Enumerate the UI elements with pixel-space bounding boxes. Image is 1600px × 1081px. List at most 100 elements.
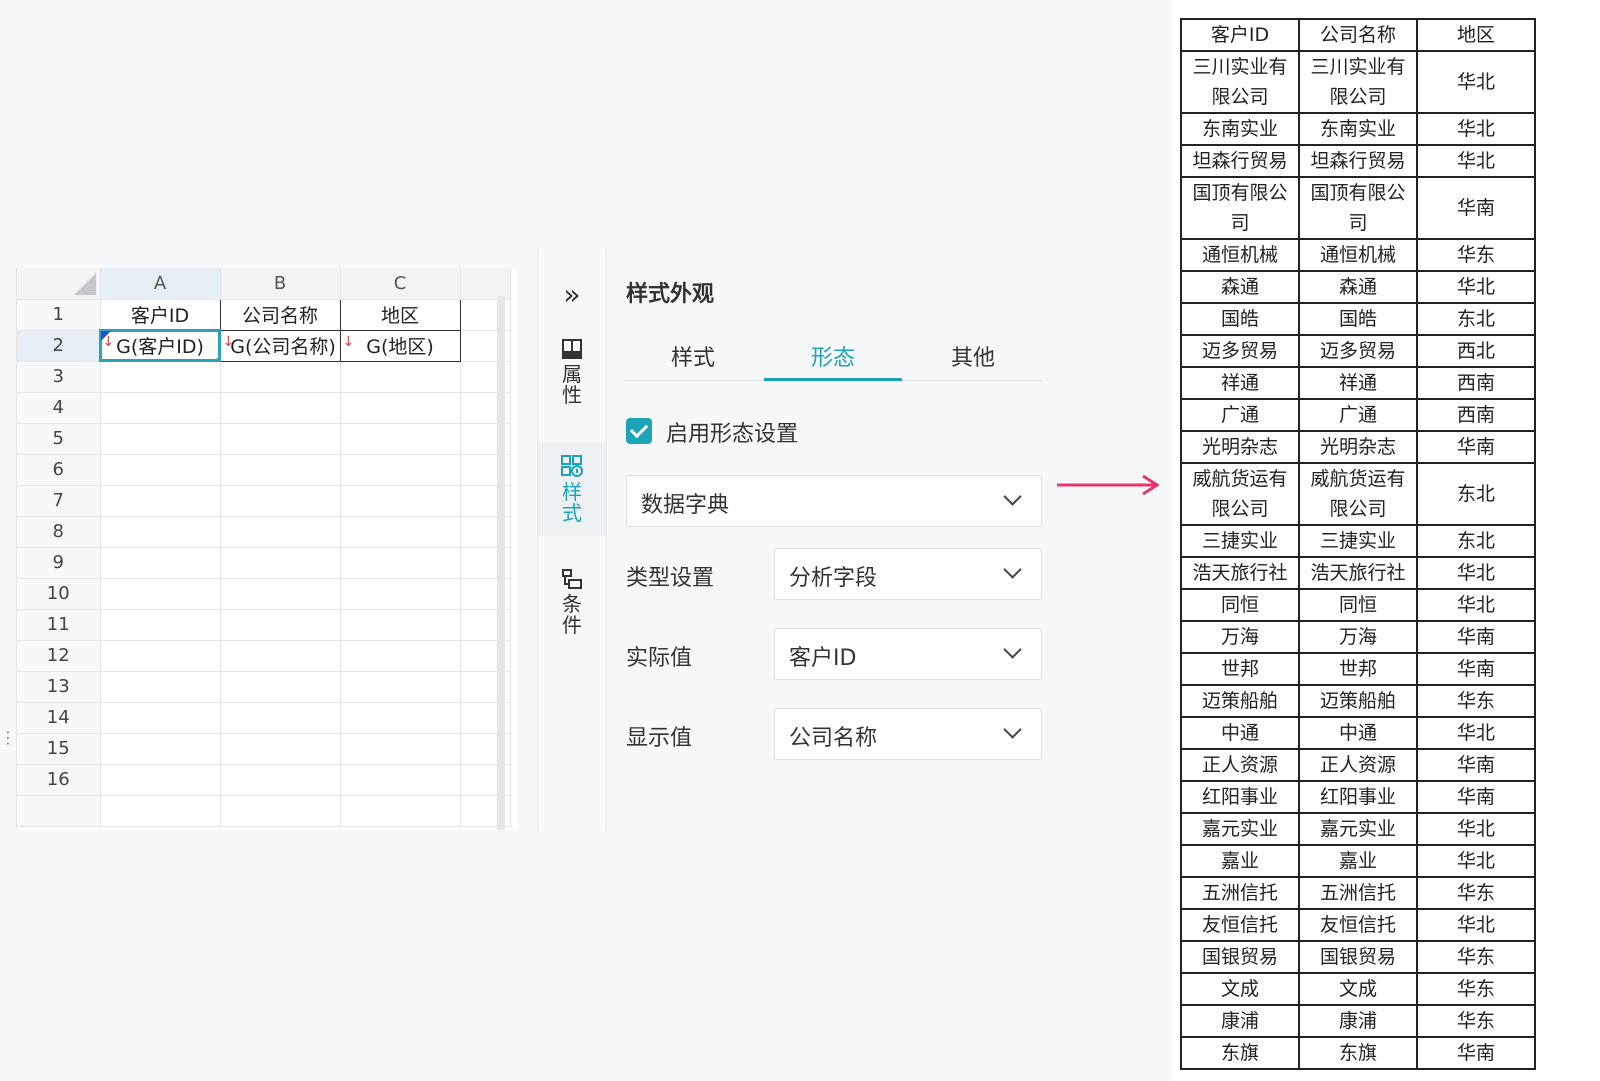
column-header-b[interactable]: B bbox=[220, 268, 341, 300]
row-header-3[interactable]: 3 bbox=[17, 361, 101, 393]
side-tab-properties[interactable]: 属 性 bbox=[538, 338, 606, 428]
result-cell: 华南 bbox=[1416, 430, 1536, 464]
sheet-cell[interactable] bbox=[340, 578, 461, 610]
sheet-cell[interactable] bbox=[220, 702, 341, 734]
sheet-cell[interactable] bbox=[340, 702, 461, 734]
row-header-15[interactable]: 15 bbox=[17, 733, 101, 765]
row-header-12[interactable]: 12 bbox=[17, 640, 101, 672]
sheet-cell[interactable] bbox=[100, 547, 221, 579]
sheet-cell[interactable] bbox=[100, 578, 221, 610]
expand-down-icon: ↓ bbox=[222, 333, 235, 350]
side-tab-condition[interactable]: 条 件 bbox=[538, 568, 606, 658]
sheet-cell[interactable] bbox=[220, 361, 341, 393]
sheet-cell[interactable] bbox=[220, 547, 341, 579]
cell-text: G(公司名称) bbox=[230, 336, 336, 358]
sheet-cell[interactable] bbox=[340, 423, 461, 455]
row-header-1[interactable]: 1 bbox=[17, 299, 101, 331]
sheet-cell[interactable] bbox=[100, 702, 221, 734]
side-tab-style[interactable]: 样 式 bbox=[538, 442, 606, 536]
sheet-cell[interactable] bbox=[220, 392, 341, 424]
sheet-cell[interactable] bbox=[220, 733, 341, 765]
left-edge-glyph: ⋮ bbox=[0, 728, 16, 747]
sheet-cell[interactable] bbox=[100, 423, 221, 455]
fill-handle[interactable] bbox=[216, 357, 219, 360]
sheet-cell[interactable]: 客户ID bbox=[99, 298, 221, 331]
display-value-select[interactable]: 公司名称 bbox=[774, 708, 1042, 760]
row-header-13[interactable]: 13 bbox=[17, 671, 101, 703]
sheet-cell[interactable] bbox=[220, 640, 341, 672]
sheet-cell[interactable] bbox=[100, 795, 221, 827]
sheet-cell[interactable] bbox=[220, 485, 341, 517]
result-cell: 东南实业 bbox=[1180, 112, 1300, 146]
result-cell: 康浦 bbox=[1298, 1004, 1418, 1038]
sheet-cell[interactable] bbox=[340, 609, 461, 641]
sheet-cell[interactable] bbox=[220, 609, 341, 641]
sheet-cell[interactable] bbox=[340, 795, 461, 827]
sheet-cell[interactable] bbox=[220, 764, 341, 796]
type-select[interactable]: 分析字段 bbox=[774, 548, 1042, 600]
sheet-cell[interactable] bbox=[340, 671, 461, 703]
sheet-cell[interactable] bbox=[340, 733, 461, 765]
row-header-11[interactable]: 11 bbox=[17, 609, 101, 641]
tab-other[interactable]: 其他 bbox=[950, 346, 995, 371]
row-header-9[interactable]: 9 bbox=[17, 547, 101, 579]
sheet-cell[interactable] bbox=[100, 640, 221, 672]
tab-form[interactable]: 形态 bbox=[764, 340, 902, 381]
row-header-14[interactable]: 14 bbox=[17, 702, 101, 734]
sheet-cell[interactable] bbox=[340, 547, 461, 579]
sheet-cell[interactable] bbox=[100, 671, 221, 703]
result-cell: 正人资源 bbox=[1298, 748, 1418, 782]
sheet-cell[interactable] bbox=[220, 516, 341, 548]
sheet-cell[interactable] bbox=[220, 423, 341, 455]
sheet-cell[interactable] bbox=[220, 578, 341, 610]
collapse-panel-button[interactable]: » bbox=[538, 278, 606, 311]
sheet-cell[interactable] bbox=[100, 361, 221, 393]
sheet-cell[interactable] bbox=[340, 764, 461, 796]
sheet-cell[interactable]: ↓G(客户ID) bbox=[99, 329, 221, 362]
sheet-cell[interactable]: 公司名称 bbox=[219, 298, 341, 331]
sheet-cell[interactable] bbox=[220, 454, 341, 486]
sheet-cell[interactable] bbox=[100, 392, 221, 424]
sheet-cell[interactable] bbox=[100, 485, 221, 517]
row-header-4[interactable]: 4 bbox=[17, 392, 101, 424]
sheet-cell[interactable] bbox=[100, 764, 221, 796]
row-header-5[interactable]: 5 bbox=[17, 423, 101, 455]
row-header-8[interactable]: 8 bbox=[17, 516, 101, 548]
sheet-cell[interactable]: ↓G(地区) bbox=[339, 329, 461, 362]
result-cell: 迈多贸易 bbox=[1180, 334, 1300, 368]
sheet-cell[interactable] bbox=[100, 454, 221, 486]
sheet-cell[interactable] bbox=[340, 361, 461, 393]
sheet-row: 10 bbox=[17, 578, 511, 610]
sheet-row: 4 bbox=[17, 392, 511, 424]
row-header-6[interactable]: 6 bbox=[17, 454, 101, 486]
sheet-cell[interactable] bbox=[100, 733, 221, 765]
sheet-cell[interactable] bbox=[340, 640, 461, 672]
column-header-c[interactable]: C bbox=[340, 268, 461, 300]
row-header-7[interactable]: 7 bbox=[17, 485, 101, 517]
tab-style[interactable]: 样式 bbox=[670, 346, 715, 371]
enable-form-checkbox[interactable] bbox=[626, 418, 652, 444]
actual-value-select[interactable]: 客户ID bbox=[774, 628, 1042, 680]
sheet-cell[interactable] bbox=[340, 454, 461, 486]
mode-select[interactable]: 数据字典 bbox=[626, 475, 1042, 527]
row-header-16[interactable]: 16 bbox=[17, 764, 101, 796]
sheet-cell[interactable] bbox=[340, 392, 461, 424]
sheet-row: 2↓G(客户ID)↓G(公司名称)↓G(地区) bbox=[17, 329, 511, 362]
sheet-cell[interactable] bbox=[340, 516, 461, 548]
table-row: 万海万海华南 bbox=[1180, 620, 1536, 654]
sheet-cell[interactable] bbox=[340, 485, 461, 517]
result-cell: 东旗 bbox=[1180, 1036, 1300, 1070]
sheet-cell[interactable]: 地区 bbox=[339, 298, 461, 331]
sheet-vertical-scrollbar[interactable] bbox=[497, 296, 505, 830]
sheet-cell[interactable] bbox=[220, 671, 341, 703]
sheet-cell[interactable] bbox=[220, 795, 341, 827]
row-header-partial[interactable] bbox=[17, 795, 101, 827]
select-all-corner[interactable] bbox=[17, 268, 101, 300]
sheet-cell[interactable] bbox=[100, 516, 221, 548]
sheet-cell[interactable] bbox=[100, 609, 221, 641]
row-header-2[interactable]: 2 bbox=[17, 330, 101, 362]
column-header-a[interactable]: A bbox=[100, 268, 221, 300]
sheet-cell[interactable]: ↓G(公司名称) bbox=[219, 329, 341, 362]
row-header-10[interactable]: 10 bbox=[17, 578, 101, 610]
